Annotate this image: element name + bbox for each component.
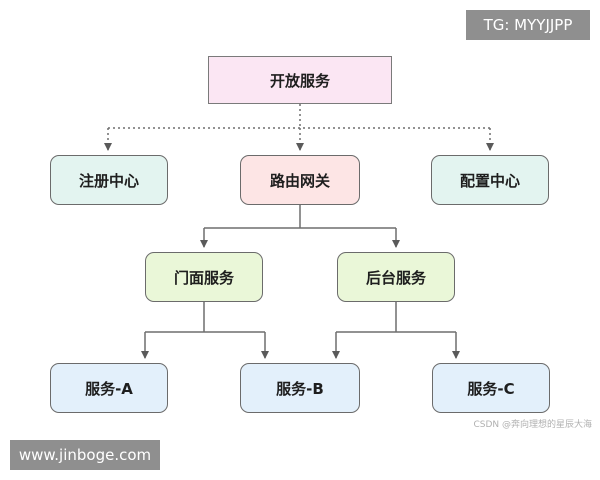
backend-connectors — [332, 302, 460, 359]
node-service-a: 服务-A — [50, 363, 168, 413]
facade-connectors — [141, 302, 269, 359]
node-service-b: 服务-B — [240, 363, 360, 413]
gateway-connectors — [200, 205, 400, 248]
node-label: 门面服务 — [173, 268, 234, 287]
root-connectors — [104, 104, 494, 151]
node-routing-gateway: 路由网关 — [240, 155, 360, 205]
website-watermark: www.jinboge.com — [10, 440, 160, 470]
node-label: 路由网关 — [269, 171, 330, 190]
node-label: 服务-B — [276, 379, 324, 398]
node-label: 配置中心 — [459, 171, 520, 190]
node-label: 开放服务 — [269, 71, 330, 90]
telegram-watermark: TG: MYYJJPP — [466, 10, 590, 40]
node-label: 注册中心 — [78, 171, 139, 190]
node-service-c: 服务-C — [432, 363, 550, 413]
node-facade-service: 门面服务 — [145, 252, 263, 302]
csdn-credit: CSDN @奔向理想的星辰大海 — [473, 420, 592, 430]
node-label: 服务-C — [467, 379, 515, 398]
node-config-center: 配置中心 — [431, 155, 549, 205]
node-open-service: 开放服务 — [208, 56, 392, 104]
node-label: 后台服务 — [365, 268, 426, 287]
node-registry-center: 注册中心 — [50, 155, 168, 205]
node-label: 服务-A — [85, 379, 133, 398]
node-backend-service: 后台服务 — [337, 252, 455, 302]
